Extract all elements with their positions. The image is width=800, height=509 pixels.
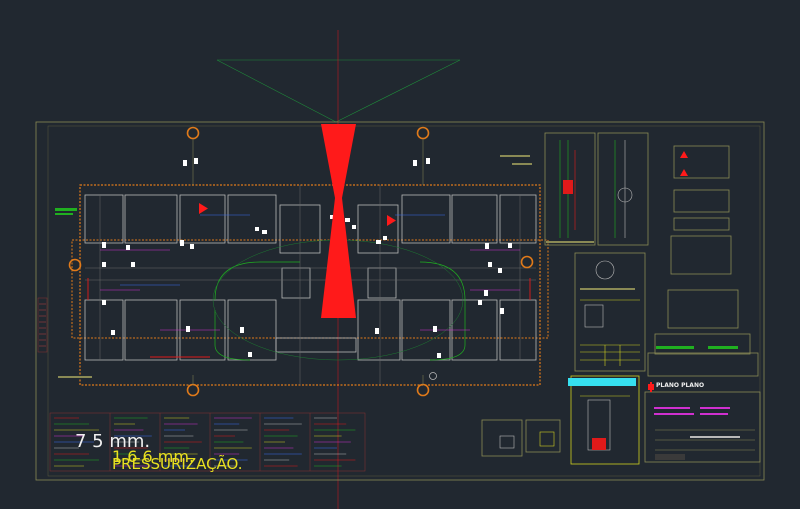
- warning-triangle-icon[interactable]: [199, 203, 396, 226]
- left-margin-ruler: [37, 297, 48, 353]
- pressurization-label: PRESSURIZAÇÃO.: [112, 455, 243, 473]
- dimension-label-75: 7 5 mm.: [75, 431, 151, 452]
- legend-table[interactable]: [49, 412, 366, 472]
- sheet-frame: [35, 121, 765, 481]
- pipe-node-icon[interactable]: [429, 372, 437, 380]
- warning-triangle-icon: [680, 151, 688, 176]
- company-logo-text: PLANO PLANO: [656, 382, 705, 389]
- section-cut-marker[interactable]: [321, 124, 356, 318]
- detail-panels[interactable]: [481, 132, 761, 465]
- dimension-label-166: 1 6 6 mm.: [112, 447, 195, 466]
- plano-logo-icon: [648, 382, 654, 392]
- legend-rows: [54, 417, 356, 467]
- grid-leader-lines: [192, 139, 424, 385]
- construction-lines: [216, 59, 461, 123]
- annotation-bars: [546, 241, 740, 460]
- pipe-nodes[interactable]: [102, 158, 512, 358]
- grid-bubbles: [68, 126, 534, 397]
- detail-panel-linework: [499, 140, 755, 451]
- plan-tags: [55, 155, 532, 378]
- floor-plan[interactable]: [71, 184, 549, 386]
